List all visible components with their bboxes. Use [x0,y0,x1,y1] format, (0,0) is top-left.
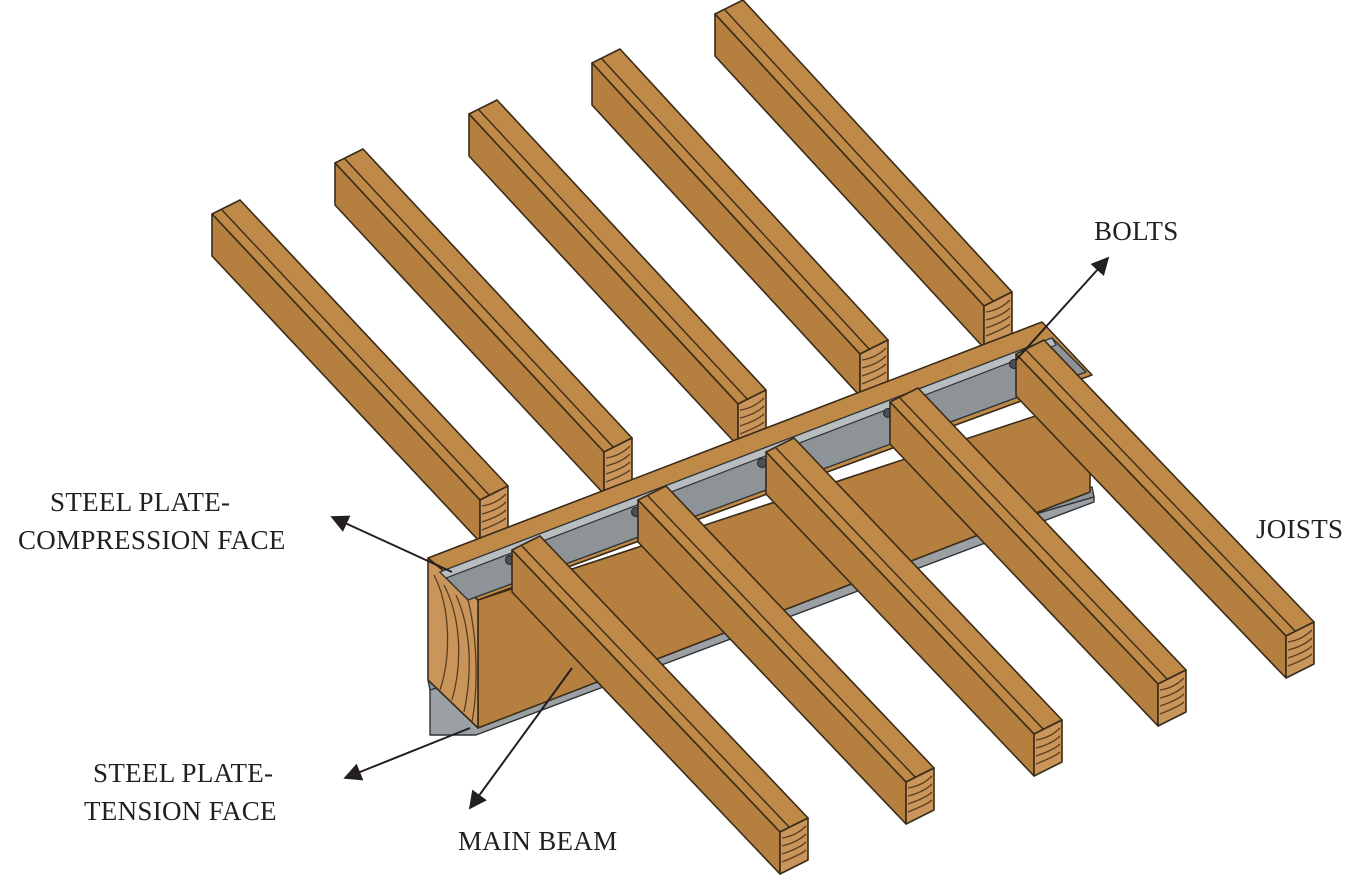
compression-plate-label-line1: STEEL PLATE- [50,487,230,517]
compression-plate-label-line2: COMPRESSION FACE [18,525,286,555]
joist [468,99,767,447]
joist [714,0,1013,349]
front-joists [511,339,1315,875]
main-beam-label: MAIN BEAM [458,826,617,856]
compression-plate-arrow [330,515,453,573]
joist [211,199,509,543]
joist [637,485,935,825]
bolt [757,458,767,468]
joist [334,148,633,495]
joist [591,48,889,397]
joist [765,437,1063,777]
joist [511,535,809,875]
back-joists [211,0,1013,543]
bolts-arrow [1015,256,1110,361]
main-beam-arrow [468,667,573,810]
bolts-label: BOLTS [1094,216,1179,246]
joist [1015,339,1315,679]
tension-plate-label-line1: STEEL PLATE- [93,758,273,788]
tension-plate-arrow [343,727,471,781]
tension-plate-label-line2: TENSION FACE [84,796,277,826]
joists-label: JOISTS [1256,514,1343,544]
joist [889,387,1187,727]
